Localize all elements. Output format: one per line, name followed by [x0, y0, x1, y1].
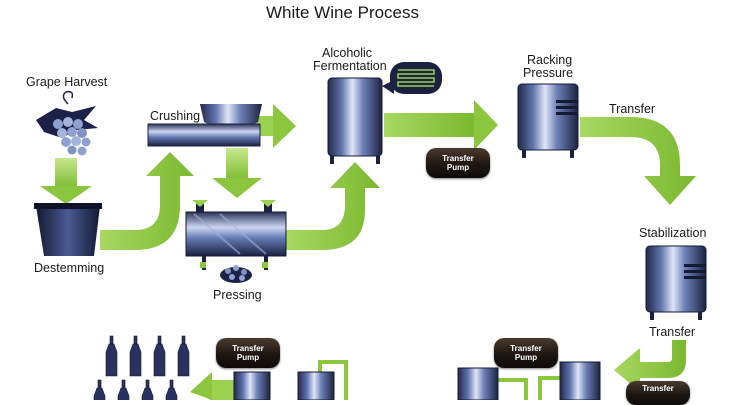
bottom-tank-right-b: [559, 361, 601, 400]
label-destemming: Destemming: [34, 261, 105, 275]
grape-cluster-icon: [36, 90, 98, 156]
transfer-pump-badge-lower-right: Transfer Pump: [494, 338, 558, 368]
arrow-destemming-to-crushing: [100, 152, 194, 250]
label-fermentation: Fermentation: [313, 59, 387, 73]
bottom-tank-right-a: [457, 367, 499, 400]
racking-tank-icon: [517, 83, 579, 158]
label-racking: Racking: [527, 53, 573, 67]
wine-bottles-icon: [93, 335, 190, 400]
diagram-title: White Wine Process: [265, 3, 420, 22]
transfer-pump-badge-partial: Transfer: [626, 381, 690, 405]
transfer-pump-label: Transfer: [642, 384, 674, 393]
arrow-crushing-to-pressing: [212, 148, 262, 198]
arrow-racking-to-stabilization: [580, 117, 696, 205]
label-alcoholic: Alcoholic: [322, 46, 373, 60]
transfer-pump-label: Transfer Pump: [510, 344, 542, 362]
transfer-pump-badge-bottling: Transfer Pump: [216, 338, 280, 368]
fermentation-tank-icon: [327, 77, 383, 164]
transfer-pump-badge-fermentation: Transfer Pump: [426, 148, 490, 178]
label-stabilization: Stabilization: [639, 226, 707, 240]
label-pressure: Pressure: [523, 66, 574, 80]
label-grape-harvest: Grape Harvest: [26, 75, 108, 89]
crusher-icon: [147, 104, 262, 147]
transfer-pump-label: Transfer Pump: [232, 344, 264, 362]
stabilization-tank-icon: [645, 245, 707, 320]
destemming-bin-icon: [34, 203, 102, 256]
label-crushing: Crushing: [150, 109, 201, 123]
pomace-pile-icon: [220, 265, 252, 283]
arrow-to-bottling: [190, 372, 238, 400]
arrow-crushing-right: [255, 104, 296, 148]
press-icon: [185, 200, 287, 270]
bottom-tank-mid: [297, 371, 335, 400]
arrow-stabilization-to-lower: [614, 340, 686, 392]
cooling-coil-icon: [382, 62, 442, 94]
transfer-pump-label: Transfer Pump: [442, 154, 474, 172]
arrow-fermentation-to-racking: [384, 100, 498, 150]
label-transfer-top: Transfer: [609, 102, 656, 116]
arrow-pressing-to-fermentation: [286, 162, 380, 250]
bottom-tank-left: [233, 371, 271, 400]
label-pressing: Pressing: [213, 288, 262, 302]
arrow-harvest-to-destemming: [40, 158, 92, 204]
label-transfer-right: Transfer: [649, 325, 696, 339]
